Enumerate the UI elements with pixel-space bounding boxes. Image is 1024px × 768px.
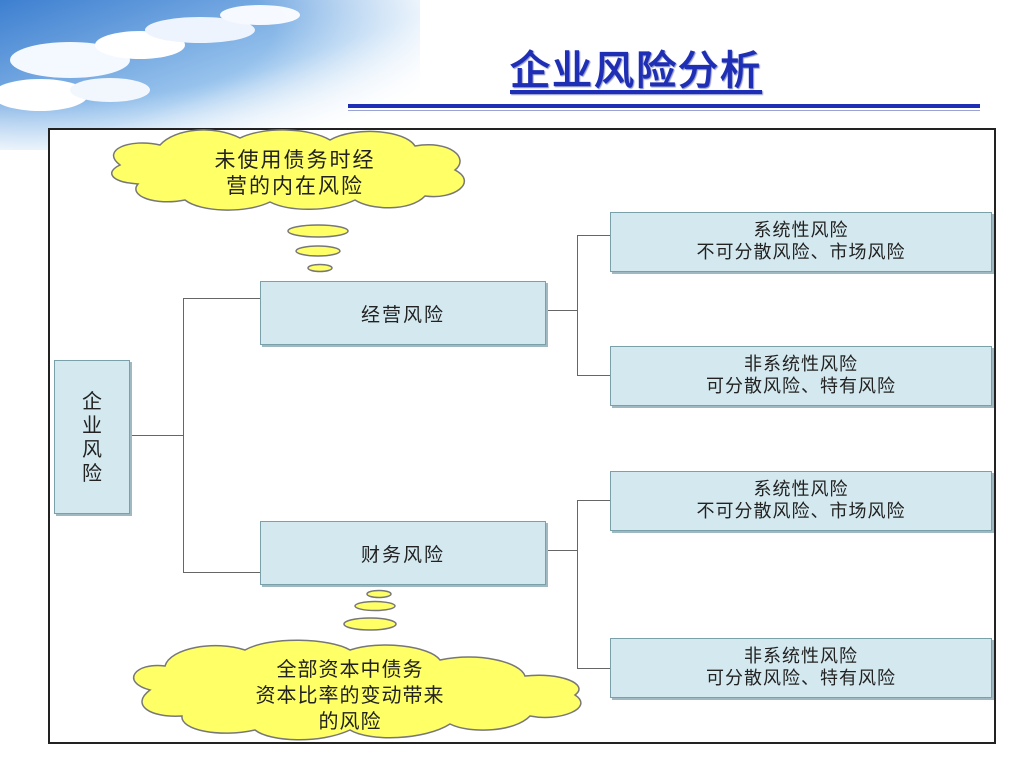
leaf-systematic-risk: 系统性风险 不可分散风险、市场风险 <box>610 471 992 531</box>
callout-bottom-text: 全部资本中债务 资本比率的变动带来 的风险 <box>255 657 445 733</box>
connector <box>183 298 184 572</box>
connector <box>577 375 610 376</box>
connector <box>183 298 260 299</box>
root-node-enterprise-risk: 企 业 风 险 <box>54 360 130 514</box>
connector <box>577 668 610 669</box>
connector <box>577 235 578 375</box>
connector <box>546 550 578 551</box>
page-title: 企业风险分析 <box>510 48 762 94</box>
leaf-unsystematic-risk: 非系统性风险 可分散风险、特有风险 <box>610 638 992 698</box>
node-operating-risk: 经营风险 <box>260 281 546 345</box>
callout-top-text: 未使用债务时经 营的内在风险 <box>214 148 376 198</box>
sky-clouds-decoration <box>0 0 420 150</box>
connector <box>546 310 578 311</box>
leaf-systematic-risk: 系统性风险 不可分散风险、市场风险 <box>610 212 992 272</box>
connector <box>577 235 610 236</box>
leaf-unsystematic-risk: 非系统性风险 可分散风险、特有风险 <box>610 346 992 406</box>
connector <box>577 500 610 501</box>
title-underline <box>348 104 980 108</box>
connector <box>128 435 184 436</box>
title-underline-thin <box>348 110 980 111</box>
connector <box>183 572 260 573</box>
connector <box>577 500 578 668</box>
node-financial-risk: 财务风险 <box>260 521 546 585</box>
